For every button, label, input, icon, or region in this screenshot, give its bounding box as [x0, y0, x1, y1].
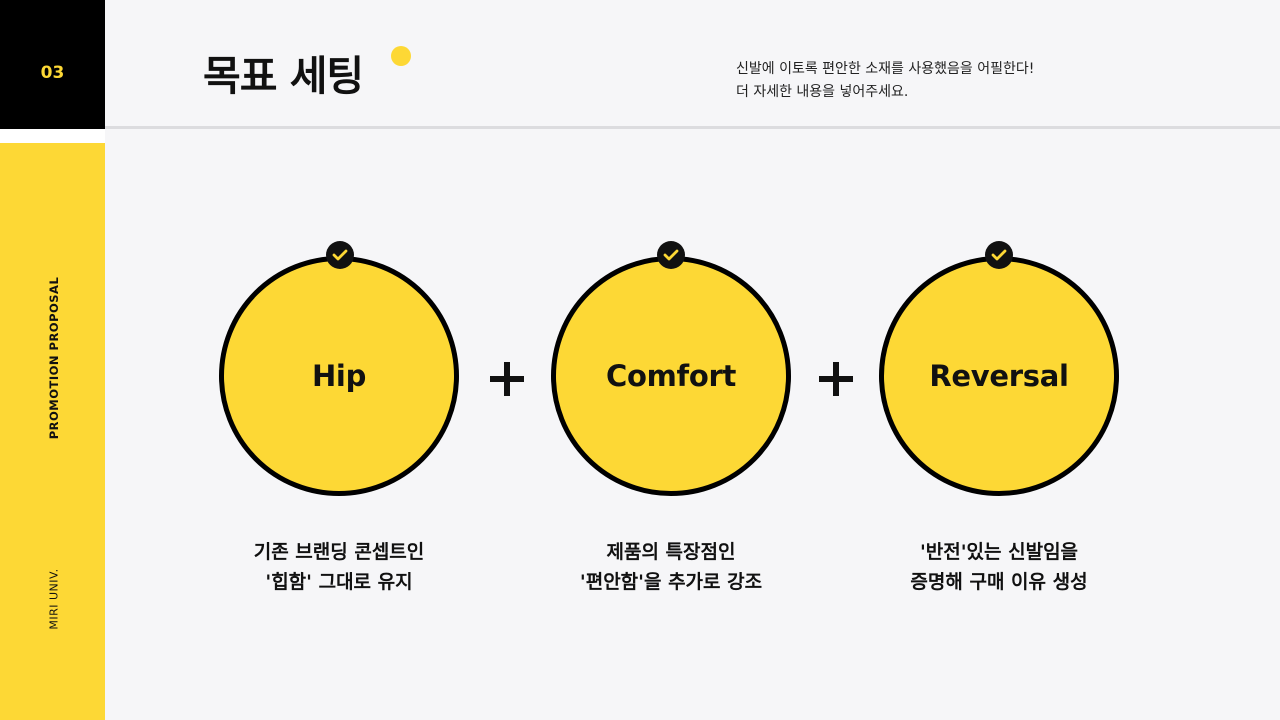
goal-label: Comfort [605, 359, 737, 393]
plus-icon [819, 362, 853, 396]
goal-caption-hip: 기존 브랜딩 콘셉트인 '힙함' 그대로 유지 [189, 537, 489, 597]
check-icon [985, 241, 1013, 269]
goal-circle-comfort: Comfort [551, 256, 791, 496]
header-description-line-2: 더 자세한 내용을 넣어주세요. [736, 84, 909, 100]
goal-caption-line-2: 증명해 구매 이유 생성 [910, 571, 1088, 593]
check-icon [657, 241, 685, 269]
title-accent-dot [391, 46, 411, 66]
goal-circle-hip: Hip [219, 256, 459, 496]
header-description-line-1: 신발에 이토록 편안한 소재를 사용했음을 어필한다! [736, 61, 1035, 77]
goal-caption-comfort: 제품의 특장점인 '편안함'을 추가로 강조 [521, 537, 821, 597]
goal-label: Reversal [929, 359, 1069, 393]
goal-caption-line-1: 기존 브랜딩 콘셉트인 [253, 541, 425, 563]
goal-caption-reversal: '반전'있는 신발임을 증명해 구매 이유 생성 [849, 537, 1149, 597]
page-title: 목표 세팅 [203, 52, 364, 100]
goal-circle-reversal: Reversal [879, 256, 1119, 496]
goal-caption-line-1: 제품의 특장점인 [606, 541, 736, 563]
goal-caption-line-2: '힙함' 그대로 유지 [265, 571, 413, 593]
plus-icon [490, 362, 524, 396]
goal-caption-line-2: '편안함'을 추가로 강조 [579, 571, 763, 593]
sidebar-top-block [0, 0, 105, 129]
goal-caption-line-1: '반전'있는 신발임을 [919, 541, 1079, 563]
sidebar-vertical-label-text: PROMOTION PROPOSAL [47, 276, 61, 440]
header-description: 신발에 이토록 편안한 소재를 사용했음을 어필한다! 더 자세한 내용을 넣어… [736, 58, 1156, 104]
goal-label: Hip [311, 359, 367, 393]
sidebar-accent-block [0, 129, 105, 720]
header-divider [105, 126, 1280, 129]
check-icon [326, 241, 354, 269]
sidebar-footer-label-text: MIRI UNIV. [47, 568, 61, 630]
page-number: 03 [40, 63, 65, 83]
